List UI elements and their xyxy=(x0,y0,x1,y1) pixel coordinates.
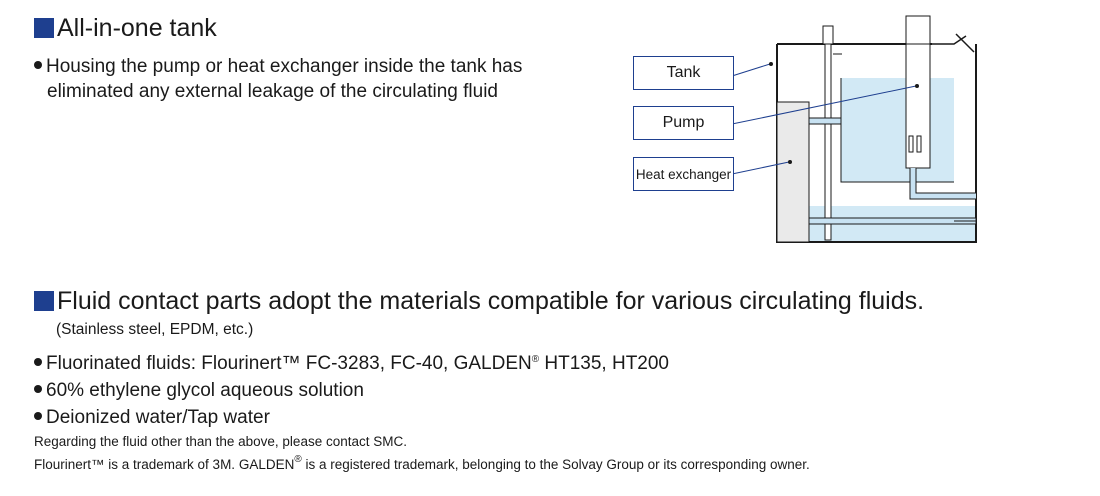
fluid-item-water: Deionized water/Tap water xyxy=(34,405,669,430)
section2-subtitle: (Stainless steel, EPDM, etc.) xyxy=(56,321,254,338)
bullet-dot-icon xyxy=(34,61,42,69)
bullet-dot-icon xyxy=(34,358,42,366)
pump-label: Pump xyxy=(662,114,705,131)
tank-label: Tank xyxy=(666,64,701,81)
section1-bullet-line2: eliminated any external leakage of the c… xyxy=(47,81,498,102)
fluid-item-fluorinated: Fluorinated fluids: Flourinert™ FC-3283,… xyxy=(34,351,669,376)
tank-label-box: Tank xyxy=(633,56,734,90)
square-bullet-icon xyxy=(34,291,54,311)
bullet-dot-icon xyxy=(34,385,42,393)
section1-bullet: Housing the pump or heat exchanger insid… xyxy=(34,54,522,104)
fluid-list: Fluorinated fluids: Flourinert™ FC-3283,… xyxy=(34,351,669,430)
note-trademark: Flourinert™ is a trademark of 3M. GALDEN… xyxy=(34,454,810,473)
fluid-item-glycol: 60% ethylene glycol aqueous solution xyxy=(34,378,669,403)
pump-motor xyxy=(905,15,931,45)
section2-title: Fluid contact parts adopt the materials … xyxy=(57,287,925,315)
section2-heading: Fluid contact parts adopt the materials … xyxy=(34,287,924,316)
bullet-dot-icon xyxy=(34,412,42,420)
section1-title: All-in-one tank xyxy=(57,14,217,42)
square-bullet-icon xyxy=(34,18,54,38)
tank-diagram xyxy=(731,15,977,243)
section1-bullet-line1: Housing the pump or heat exchanger insid… xyxy=(46,56,523,77)
pump-label-box: Pump xyxy=(633,106,734,140)
heat-exchanger-label-box: Heat exchanger xyxy=(633,157,734,191)
heat-exchanger-block xyxy=(776,101,810,243)
section1-heading: All-in-one tank xyxy=(34,14,217,43)
tank-fluid-inner xyxy=(841,78,954,182)
note-contact: Regarding the fluid other than the above… xyxy=(34,434,407,449)
heat-exchanger-label: Heat exchanger xyxy=(635,166,732,182)
